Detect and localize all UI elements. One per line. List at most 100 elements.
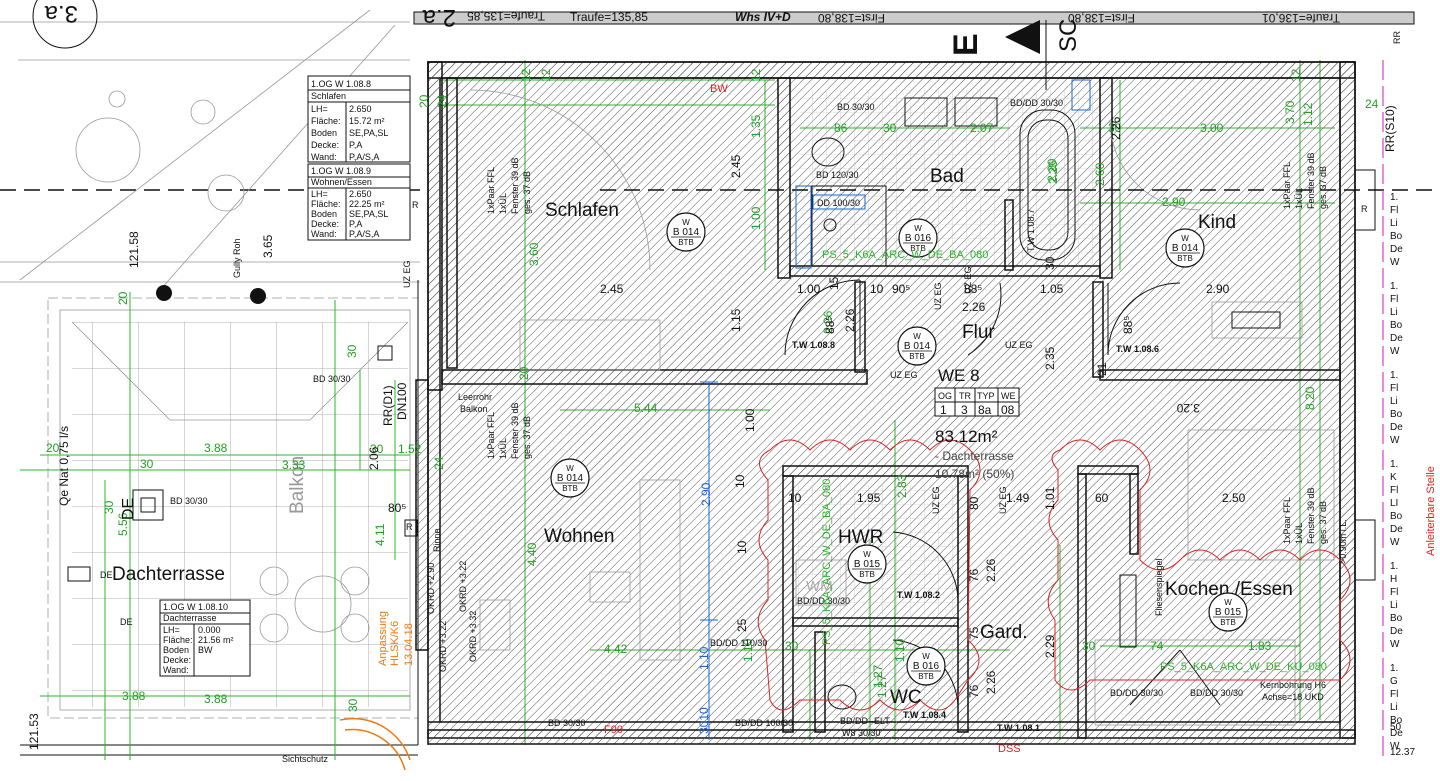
right-strip-text: 1. (1390, 561, 1398, 572)
room_tables-dachterrasse-rows-3-0: Decke: (163, 655, 191, 665)
right-strip-text: Li (1390, 218, 1398, 229)
labels-sichtschutz: Sichtschutz (282, 754, 329, 764)
labels-fenster1a: 1xPaar FFL (486, 167, 496, 214)
right-strip-text: De (1390, 333, 1403, 344)
traufe-label-3: Traufe=136,01 (1262, 11, 1340, 25)
room-marker-text: BTB (910, 244, 926, 253)
labels-r1: R (412, 200, 419, 210)
labels-w830: W8 30/30 (842, 728, 881, 738)
right-strip-text: W (1390, 741, 1400, 752)
traufe-label-1: Traufe=135,85 (467, 9, 545, 23)
room_tables-schlafen-rows-0-1: 2.650 (349, 104, 372, 114)
dims_green-6: 3.60 (527, 242, 541, 266)
labels-de3: DE (120, 617, 133, 627)
header-labels: Traufe=135,85 Traufe=135,85 Whs IV+D Fir… (44, 0, 1340, 56)
room_tables-wohnen-rows-1-0: Fläche: (311, 199, 341, 209)
right-strip-text: W (1390, 257, 1400, 268)
labels-fenster3d: ges. 37 dB (1318, 166, 1328, 209)
room_tables-wohnen-rows-1-1: 22.25 m² (349, 199, 385, 209)
dims_blue-1: 1.10 (697, 646, 711, 670)
labels-de1: DE (120, 498, 137, 520)
right-strip-text: Bo (1390, 231, 1403, 242)
room_tables-dachterrasse-rows-0-1: 0.000 (198, 625, 221, 635)
room-kind: Kind (1198, 212, 1236, 233)
dims_green-3: 12 (1289, 68, 1303, 82)
room-bad: Bad (930, 166, 964, 187)
room-wm: WM (806, 578, 833, 595)
right-strip-text: W (1390, 346, 1400, 357)
room_tables-schlafen-rows-1-0: Fläche: (311, 116, 341, 126)
room_tables-wohnen-name: Wohnen/Essen (311, 177, 372, 187)
dims_black-3: 1.00 (743, 408, 757, 432)
dims_black-7: 88⁵ (964, 282, 982, 296)
dims_black-18: 10 (788, 491, 802, 505)
room-wc: WC (890, 687, 922, 708)
room_tables-dachterrasse-rows-0-0: LH= (163, 625, 180, 635)
right-strip-text: G (1390, 676, 1398, 687)
unit-values-1: 3 (961, 403, 968, 417)
unit-headers-0: OG (938, 391, 952, 401)
dims_black-14: 1.49 (1006, 491, 1030, 505)
dims_green-54: 2.26 (821, 310, 835, 334)
room-wohnen: Wohnen (544, 526, 614, 547)
right-strip-text: Bo (1390, 409, 1403, 420)
room_tables-schlafen-rows-0-0: LH= (311, 104, 328, 114)
right-strip-text: 1. (1390, 663, 1398, 674)
dims_green-11: 5.44 (634, 401, 658, 415)
room_tables-dachterrasse-rows-4-0: Wand: (163, 665, 189, 675)
right-strip-text: K (1390, 472, 1397, 483)
room_tables-schlafen-rows-2-0: Boden (311, 128, 337, 138)
room_tables-dachterrasse-rows-2-0: Boden (163, 645, 189, 655)
right-strip-text: Fl (1390, 205, 1398, 216)
labels-kernbohrung: Kernbohrung H6 (1260, 680, 1326, 690)
room_tables-wohnen-rows-3-0: Decke: (311, 219, 339, 229)
room-marker-text: W (922, 652, 930, 661)
dims_green-42: 8.20 (1303, 386, 1317, 410)
right-strip-text: De (1390, 422, 1403, 433)
dims_green-38: 2.26 (1046, 160, 1060, 184)
room-marker-circle (906, 646, 946, 686)
green-overlays: PS_5_K6A_ARC_W_DE_BA_080 PS_5_K6A_ARC_W_… (821, 249, 1327, 673)
labels-fenster3c: Fenster 39 dB (1306, 152, 1316, 209)
dims_green-19: 30 (345, 344, 359, 358)
labels-r3: R (1361, 204, 1368, 214)
dims_green-20: 20 (116, 291, 130, 305)
labels-bd120: BD 120/30 (816, 170, 859, 180)
red_labels-bw: BW (710, 83, 728, 95)
dims_black-5: 2.26 (962, 300, 986, 314)
dims_black-28: 80⁵ (388, 501, 406, 515)
room_tables-wohnen-rows-0-0: LH= (311, 189, 328, 199)
right-strip-text: De (1390, 626, 1403, 637)
room-marker-text: B 016 (913, 661, 940, 672)
dims_black-21: 2.26 (984, 558, 998, 582)
labels-rr: RR (1392, 31, 1402, 44)
dims_black-6: 2.90 (1206, 282, 1230, 296)
labels-h365: 3.65 (261, 234, 275, 258)
right-strip-text: Fl (1390, 383, 1398, 394)
dims_black-27: 2.06 (367, 446, 381, 470)
right-strip-text: Fl (1390, 294, 1398, 305)
dims_black-29: 3.20 (1176, 401, 1200, 415)
room-labels: Schlafen Bad Kind Flur Wohnen HWR Gard. … (112, 166, 1293, 708)
labels-tw1086: T.W 1.08.6 (1116, 344, 1159, 354)
right-strip-text: 50 (1390, 722, 1402, 733)
labels-fenster3a: 1xPaar FFL (1282, 162, 1292, 209)
labels-fenster4a: 1xPaar FFL (1282, 497, 1292, 544)
room_tables-wohnen-rows-4-1: P,A/S,A (349, 229, 379, 239)
dims_green-28: 2.83 (895, 474, 909, 498)
unit-headers-1: TR (959, 391, 971, 401)
right-strip-text: De (1390, 244, 1403, 255)
labels-tw1088: T.W 1.08.8 (792, 340, 835, 350)
room-schlafen: Schlafen (545, 200, 619, 221)
dims_black-30: 21 (1095, 362, 1109, 376)
right-strip-text: Bo (1390, 511, 1403, 522)
room-marker-circle (550, 458, 590, 498)
dims_green-16: 3.88 (204, 692, 228, 706)
room-marker-text: W (863, 550, 871, 559)
dims_black-36: 80 (967, 496, 981, 510)
unit-headers-3: WE (1001, 391, 1016, 401)
dims_green-9: 1.35 (749, 114, 763, 138)
dims_black-16: 60 (1095, 491, 1109, 505)
green_overlays-ps_kue: PS_5_K6A_ARC_W_DE_KU_080 (1160, 661, 1327, 673)
